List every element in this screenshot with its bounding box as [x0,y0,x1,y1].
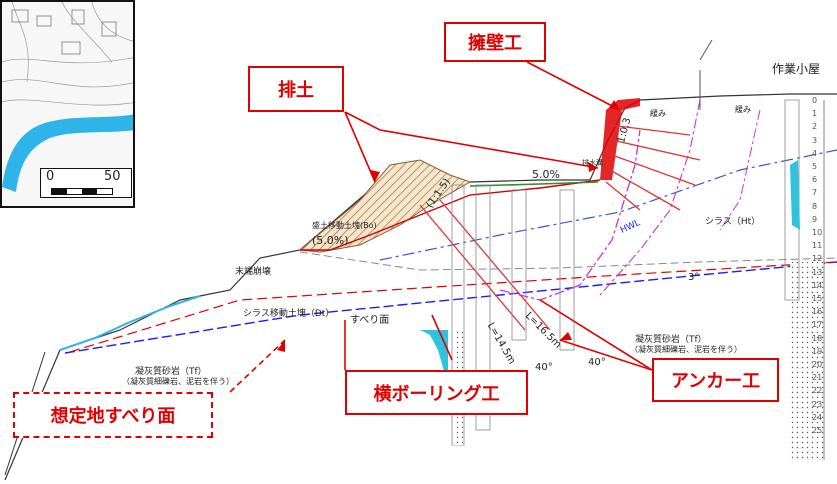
label-drain-note: 排水溝 [582,159,603,167]
depth-tick-label: 11 [812,241,823,251]
magenta-line-2 [599,99,701,296]
label-grade-2: (5.0%) [312,234,349,247]
slip-surface-red-line [69,261,837,353]
depth-tick-label: 13 [812,267,823,277]
label-shirasu-mass: シラス移動土塊（Dt） [243,309,335,319]
depth-tick-label: 21 [812,373,823,383]
depth-tick-label: 10 [812,228,823,237]
scale-end: 50 [104,169,121,184]
label-angle-40-a: 40° [535,362,553,373]
depth-tick-label: 23 [812,399,823,409]
depth-tick-label: 4 [812,148,818,158]
magenta-line-1 [499,129,641,301]
label-angle-3: 3° [688,272,700,283]
grey-boundary-line [299,251,837,271]
label-shirasu-ht: シラス（Ht） [705,217,761,227]
callout-retaining-wall: 擁壁工 [444,22,546,62]
borehole-right-fill [790,262,824,462]
cut-slope-line [300,179,601,251]
stream-line [59,295,201,351]
depth-tick-label: 7 [812,188,818,198]
depth-tick-label: 25 [812,426,823,435]
depth-tick-label: 2 [812,122,818,132]
callout-anchor: アンカー工 [652,358,779,402]
map-drawing [2,2,133,192]
depth-tick-label: 9 [812,214,818,224]
callout-earth-removal: 排土 [248,66,344,112]
label-tuff-left-note: （凝灰質細礫岩、泥岩を伴う） [122,377,234,386]
depth-tick-label: 18 [812,333,823,343]
groundwater-pocket-right [790,160,800,230]
label-collapse: 末端崩壊 [235,267,272,277]
label-grade-1: 5.0% [532,168,560,181]
depth-tick-label: 12 [812,254,823,264]
callout-assumed-slip-surface: 想定地すべり面 [13,392,213,438]
depth-tick-label: 1 [812,109,818,119]
label-angle-40-b: 40° [588,357,606,368]
callout-horizontal-boring: 横ボーリング工 [345,370,528,415]
depth-tick-label: 3 [812,135,818,145]
depth-tick-label: 16 [812,307,823,317]
earth-removal-mass [298,159,472,253]
scale-start: 0 [46,169,55,184]
survey-line-2 [699,39,713,61]
depth-tick-label: 24 [812,412,823,422]
magenta-line-3 [719,109,761,231]
depth-tick-label: 15 [812,294,823,303]
label-tuff-right: 凝灰質砂岩（Tf） [635,335,707,345]
label-tuff-left: 凝灰質砂岩（Tf） [135,367,207,377]
slip-surface-line [64,261,837,354]
callout-connectors [229,61,653,393]
depth-tick-label: 6 [812,175,818,185]
label-tuff-right-note: （凝灰質細礫岩、泥岩を伴う） [630,345,742,354]
label-ground-note-1: 緩み [650,109,666,118]
depth-tick-label: 14 [812,280,823,290]
depth-tick-label: 20 [812,360,823,369]
connector-arrowheads [277,100,620,352]
label-slip-surface: すべり面 [350,315,390,326]
depth-tick-label: 8 [812,201,818,211]
groundwater-pocket-left [420,330,448,385]
river-shape [2,114,133,192]
scale-bar: 0 50 [40,168,132,198]
depth-tick-label: 0 [812,96,818,105]
planned-ground-line [469,181,599,187]
location-map-inset: 0 50 [0,0,135,208]
label-fill-mass: 盛土移動土塊(Bo) [312,221,377,230]
depth-tick-label: 19 [812,346,823,356]
label-work-hut: 作業小屋 [772,62,821,76]
anchor-lines [419,124,701,331]
retaining-wall-shape [600,98,640,180]
depth-tick-label: 5 [812,162,818,171]
label-ground-note-2: 緩み [735,105,751,114]
depth-tick-label: 17 [812,320,823,330]
depth-tick-label: 22 [812,386,823,396]
